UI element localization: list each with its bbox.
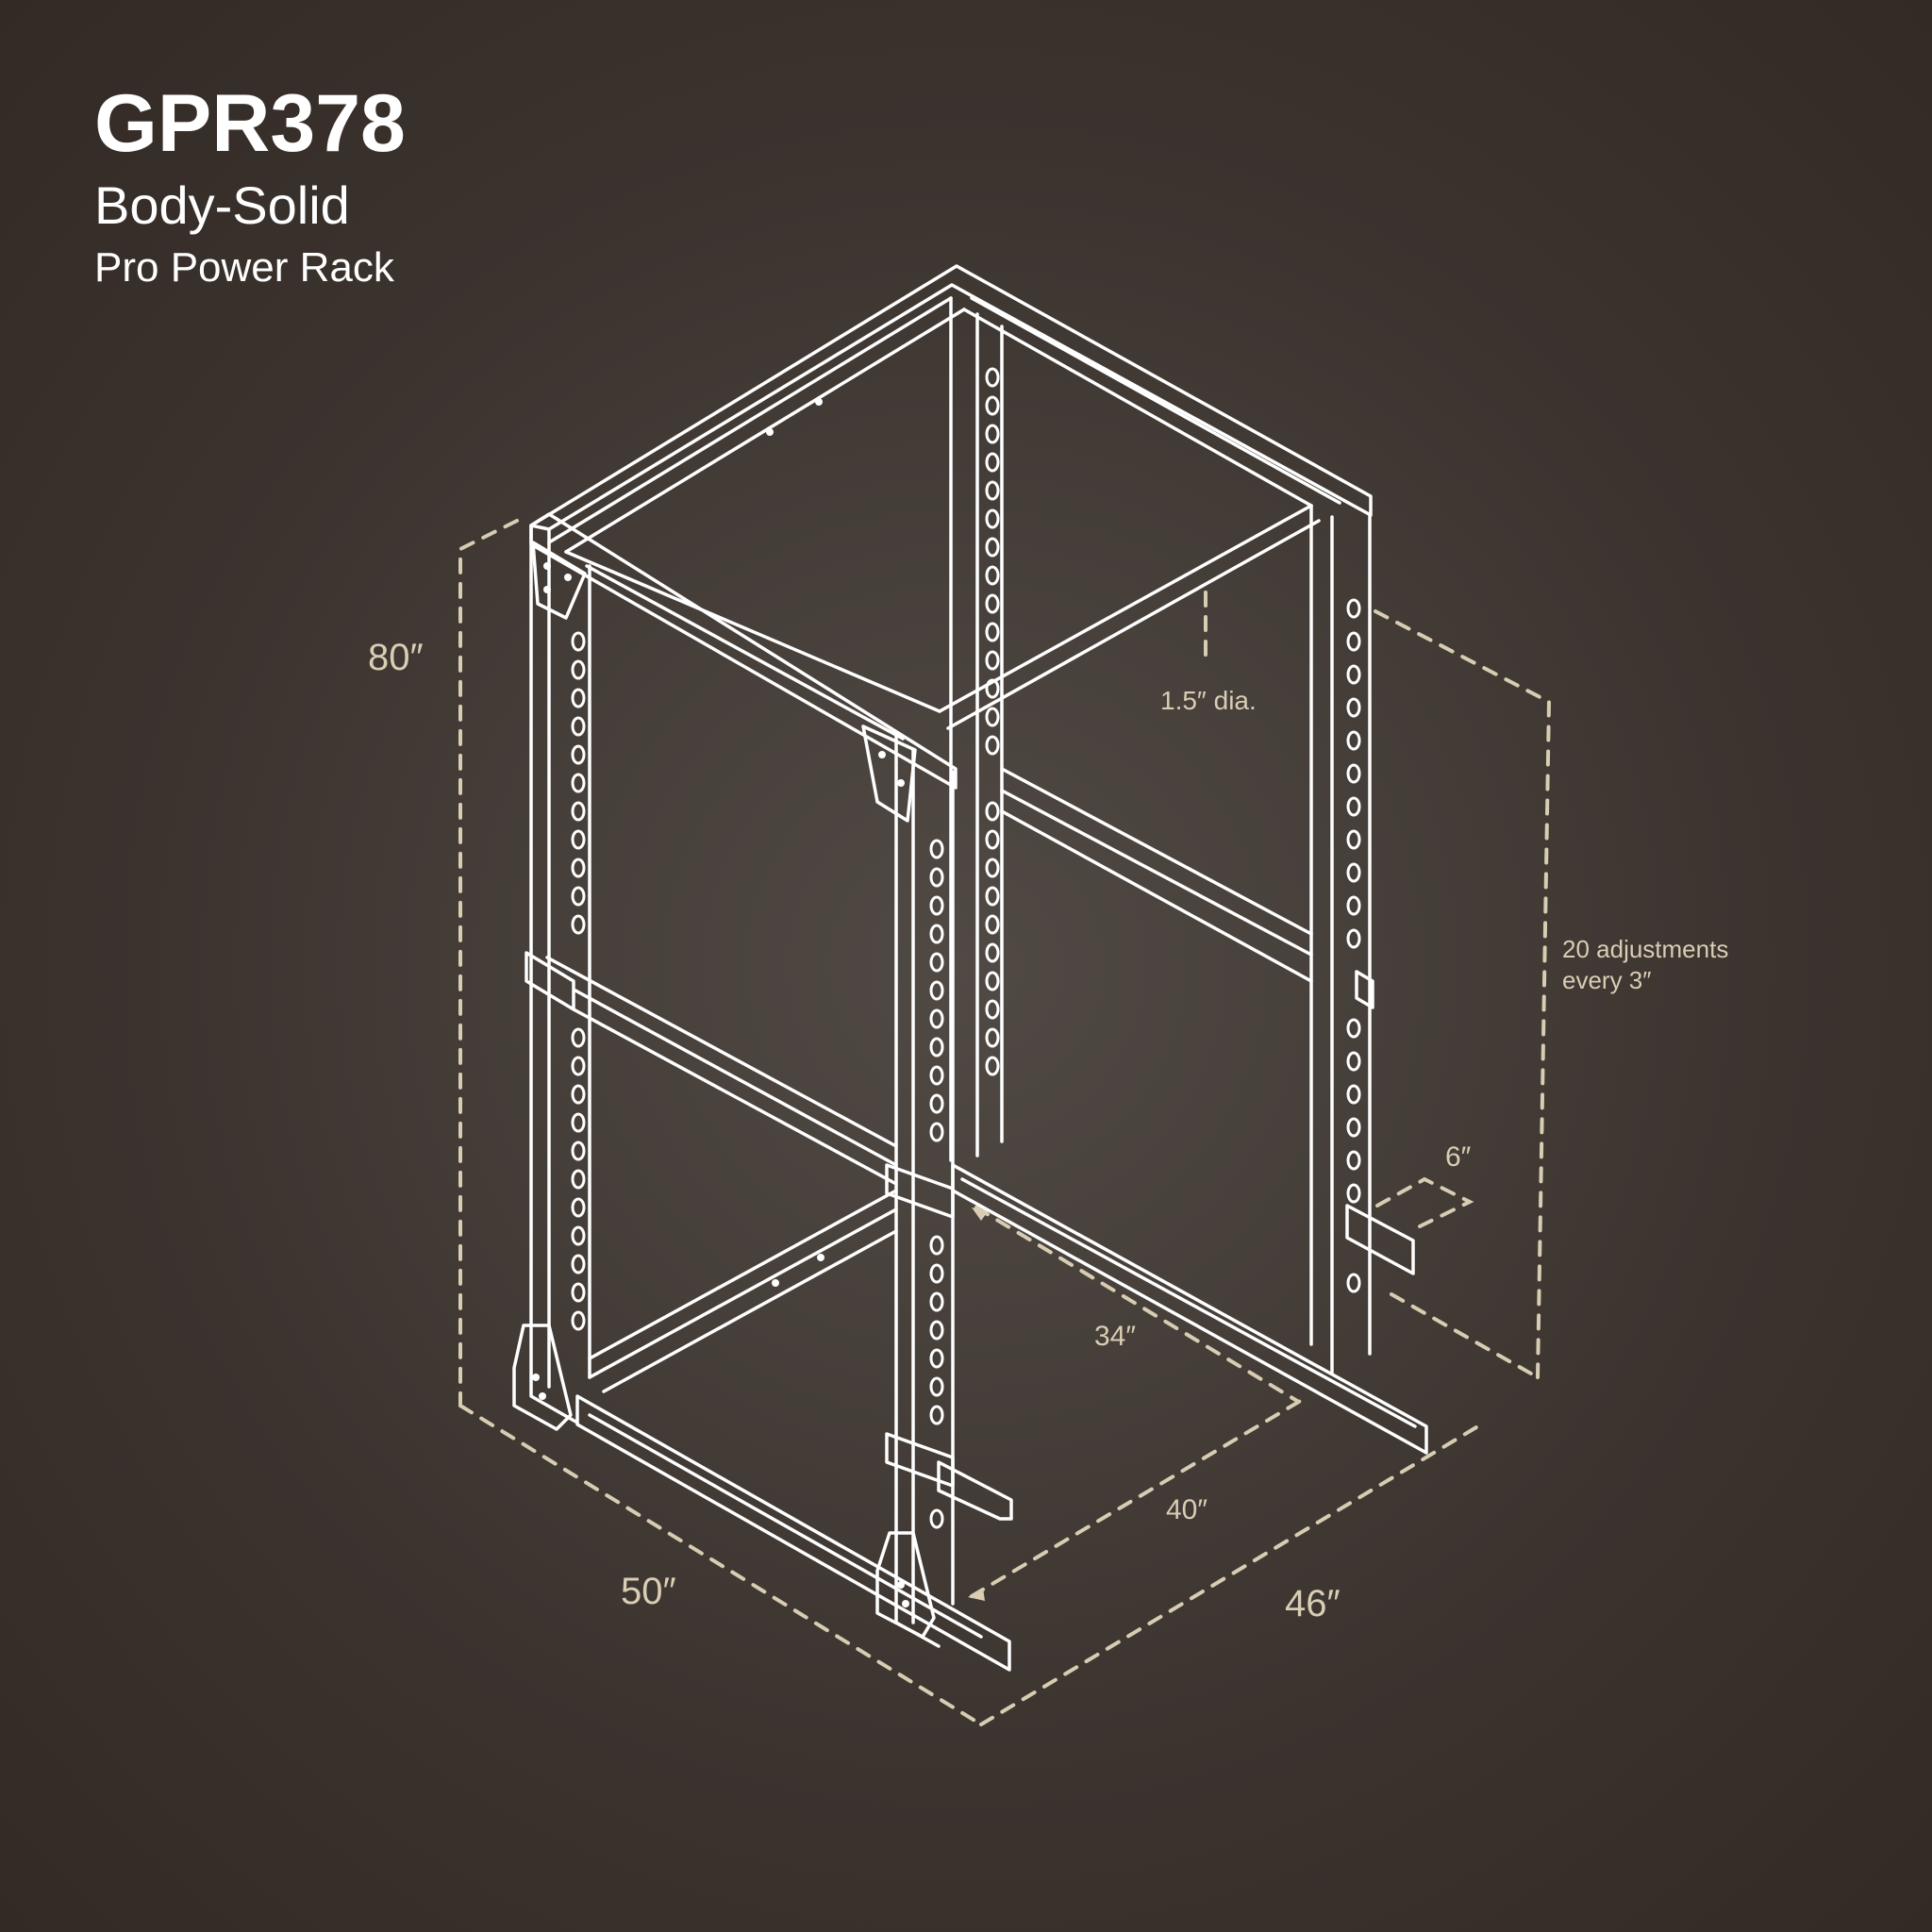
height-dimension-line [458, 519, 519, 1407]
width-dimension-line [458, 1404, 983, 1726]
inner-width-label: 34″ [1094, 1321, 1136, 1352]
adjustments-spacing: every 3″ [1562, 965, 1652, 994]
depth-label: 46″ [1285, 1583, 1341, 1624]
product-name: Pro Power Rack [94, 244, 394, 291]
model-number: GPR378 [94, 78, 406, 169]
adjustments-count: 20 adjustments [1562, 935, 1729, 963]
inner-depth-dimension-line [970, 1398, 1304, 1598]
dimension-lines [458, 519, 1552, 1726]
adjustment-dimension-line [1374, 609, 1552, 1379]
height-label: 80″ [368, 637, 424, 678]
adjustment-bottom-line [1390, 1292, 1540, 1379]
width-label: 50″ [621, 1571, 676, 1612]
cross-members [512, 767, 1428, 1672]
safety-spotters [525, 951, 1415, 1521]
uprights [529, 296, 1372, 1648]
adjustments-label: 20 adjustments every 3″ [1562, 934, 1728, 995]
gusset-plates [531, 541, 917, 1607]
pullup-bar-diameter-label: 1.5″ dia. [1160, 686, 1257, 715]
safety-length-label: 6″ [1445, 1141, 1472, 1173]
inner-width-dimension-line [974, 1206, 1299, 1403]
safety-length-line [1375, 1176, 1474, 1228]
title-block: GPR378 Body-Solid Pro Power Rack [94, 83, 406, 289]
brand-name: Body-Solid [94, 175, 350, 235]
adjustment-holes [571, 367, 1361, 1529]
inner-depth-label: 40″ [1166, 1494, 1208, 1525]
depth-dimension-line [979, 1423, 1483, 1726]
